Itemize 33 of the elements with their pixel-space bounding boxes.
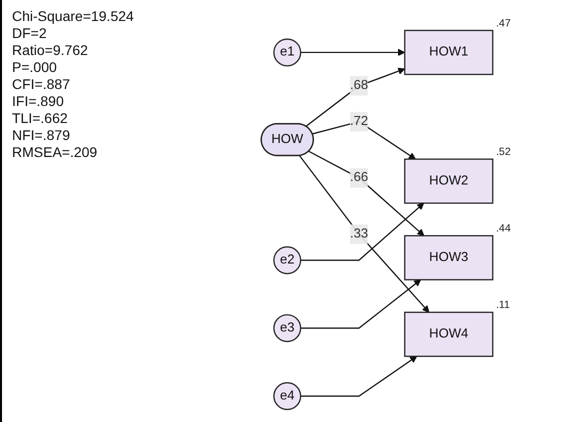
edge-label: .33: [350, 226, 368, 241]
fit-statistic: Ratio=9.762: [12, 42, 89, 59]
arrow: [299, 155, 430, 313]
fit-statistic: CFI=.887: [12, 76, 71, 93]
edge-label: .66: [350, 170, 368, 184]
fit-statistic: NFI=.879: [12, 127, 71, 144]
arrow: [300, 356, 418, 397]
node-box: HOW1: [404, 30, 494, 76]
node-circle: e3: [273, 314, 302, 342]
r-squared-value: .47: [496, 17, 511, 30]
r-squared-value: .11: [496, 299, 510, 312]
edge-label: .72: [350, 114, 368, 128]
arrow: [300, 279, 422, 329]
fit-statistic: TLI=.662: [12, 110, 69, 127]
node-circle: e1: [273, 38, 302, 66]
node-box: HOW2: [404, 158, 494, 204]
arrow: [300, 202, 424, 261]
arrow: [300, 48, 406, 56]
fit-statistic: Chi-Square=19.524: [12, 8, 135, 25]
node-box: HOW4: [404, 312, 494, 357]
node-box: HOW3: [404, 235, 494, 280]
fit-statistic: IFI=.890: [12, 93, 65, 110]
arrow: [308, 150, 424, 236]
fit-statistic: P=.000: [12, 59, 58, 76]
edge-label: .68: [350, 78, 368, 92]
fit-statistic: RMSEA=.209: [12, 144, 98, 161]
r-squared-value: .52: [496, 146, 511, 158]
arrow: [312, 121, 416, 160]
r-squared-value: .44: [496, 222, 511, 235]
fit-statistic: DF=2: [12, 25, 48, 42]
node-circle: e4: [273, 382, 302, 410]
node-circle: e2: [273, 246, 302, 274]
arrow: [306, 68, 406, 127]
